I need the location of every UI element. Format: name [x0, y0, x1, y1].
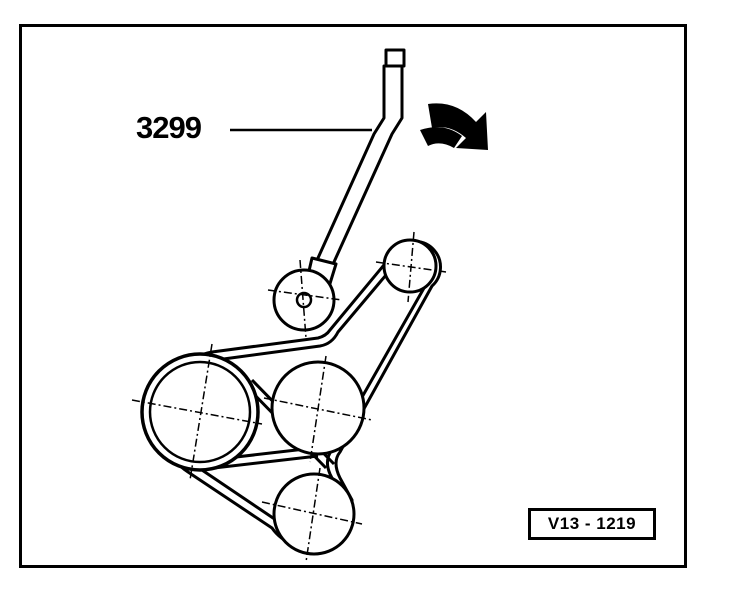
idler-pulley-upper: [375, 231, 447, 303]
figure-code-text: V13 - 1219: [547, 514, 637, 533]
tensioner-pulley: [267, 259, 343, 339]
tool-number-label: 3299: [136, 110, 202, 145]
pump-pulley: [261, 467, 363, 563]
curved-arrow-clockwise-icon: [420, 103, 488, 150]
alternator-pulley: [263, 355, 373, 463]
tool-lever: [304, 48, 406, 292]
figure-code-box: V13 - 1219: [528, 508, 656, 540]
figure-frame: [19, 24, 687, 568]
crankshaft-pulley: [131, 343, 263, 481]
